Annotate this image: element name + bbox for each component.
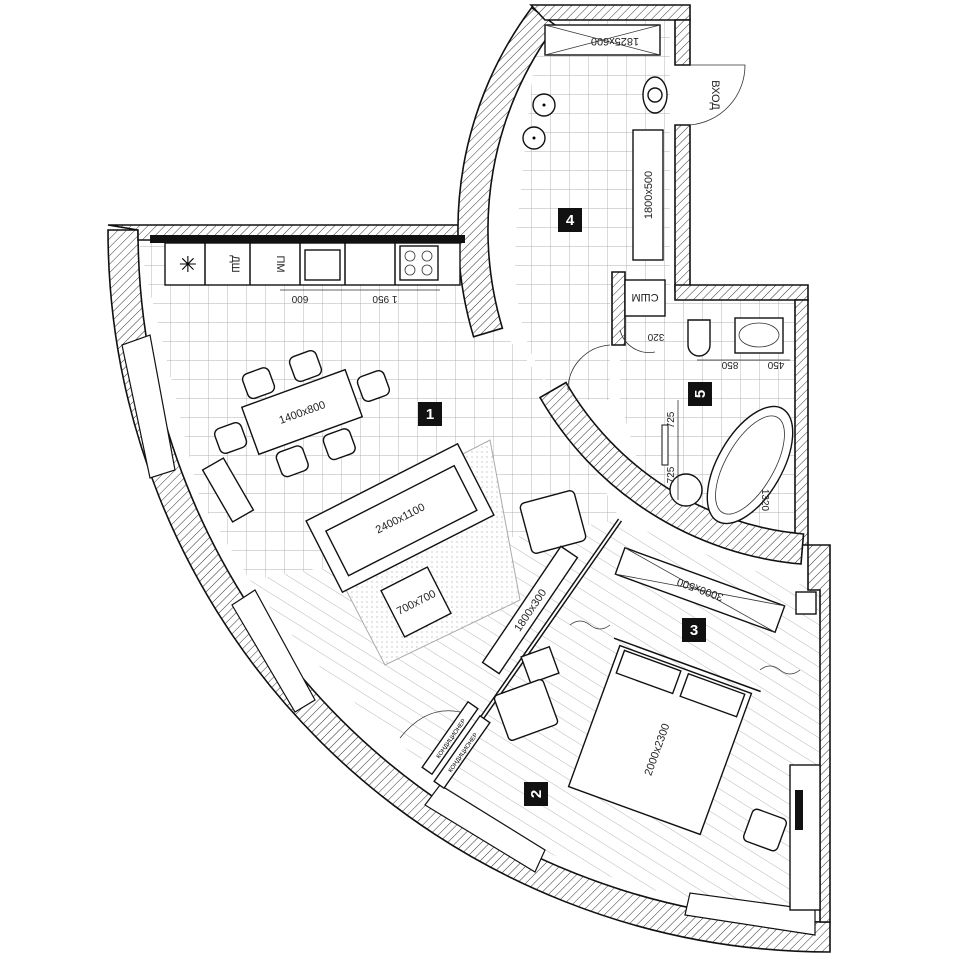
svg-text:1: 1 [426,406,434,423]
living-furniture: 2400x1100 700x700 1800x300 [201,442,587,742]
washer-label: СШМ [631,291,658,303]
bath-top-wall [674,284,809,301]
room-badge-3: 3 [682,618,706,642]
sink-icon [304,249,341,281]
dining-set: 1400x800 [213,350,391,478]
person-icon [642,76,668,114]
kitchen-counter: ✳ ДШ ПМ 600 1 950 [150,235,465,304]
top-entry-wall [529,4,691,21]
room-badge-1: 1 [418,402,442,426]
entrance-door [689,64,746,126]
room-badge-5: 5 [688,382,712,406]
bathroom: СШМ 320 850 450 725 725 1320 [567,279,794,525]
dim-850: 850 [721,359,738,370]
fridge-icon: ✳ [179,253,197,278]
svg-text:5: 5 [692,390,709,398]
dim-320: 320 [647,331,664,342]
dim-725-b: 725 [666,466,677,483]
bath-right-wall [794,299,809,546]
windows [121,334,816,936]
inner-curved-wall [538,381,805,565]
dim-450: 450 [767,359,784,370]
svg-text:3: 3 [690,622,698,639]
svg-text:4: 4 [566,212,575,229]
entrance-label[interactable]: ВХОД [709,80,721,110]
partition-wall [611,271,626,346]
hallway: 1825x600 1800x500 ВХОД [522,24,746,261]
room-badge-2: 2 [524,782,548,806]
dishwasher-label: ДШ [229,255,241,273]
wardrobe-side-size: 1800x500 [643,171,655,219]
right-entry-wall [674,19,691,291]
entry-curved-wall [457,6,557,338]
washing-machine-label: ПМ [274,255,286,272]
outer-curved-wall [107,229,831,953]
svg-text:2: 2 [528,790,545,798]
dim-725-a: 725 [666,411,677,428]
wardrobe-top-size: 1825x600 [591,35,639,47]
bedroom-furniture: 2000x2300 3000x500 [567,546,821,911]
dim-600: 600 [291,293,308,304]
room-badge-4: 4 [558,208,582,232]
dim-1950: 1 950 [372,293,397,304]
dim-1320: 1320 [759,489,770,512]
bedroom-right-wall [807,544,831,923]
cooktop-icon [399,245,439,281]
